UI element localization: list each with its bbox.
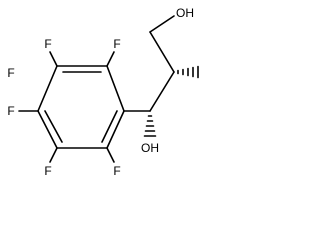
side-chain	[123, 15, 175, 112]
benzene-ring	[37, 65, 125, 149]
fluorine-atom-label: F	[113, 164, 120, 178]
hydroxyl-label: OH	[176, 6, 194, 20]
ring-bond	[106, 110, 125, 149]
c-c-bond	[149, 31, 175, 73]
ring-bond	[37, 65, 58, 112]
hydroxyl-label: OH	[141, 141, 159, 155]
fluorine-atom-label: F	[44, 37, 51, 51]
ring-double-bond	[44, 110, 63, 143]
fluorine-atom-label: F	[7, 104, 14, 118]
ring-double-bond	[101, 110, 118, 143]
hashed-wedge-hydroxyl	[143, 115, 157, 137]
c-f-bond	[49, 147, 58, 163]
c-f-bond	[106, 51, 115, 67]
c-f-bond	[106, 147, 115, 163]
c-o-bond	[149, 15, 175, 33]
c-c-bond	[149, 71, 175, 112]
fluorine-bonds	[18, 51, 115, 163]
fluorine-atom-label: F	[44, 164, 51, 178]
fluorine-atom-label: F	[113, 37, 120, 51]
ring-bond	[106, 65, 125, 112]
c-f-bond	[49, 51, 58, 67]
ring-bond	[37, 110, 58, 149]
hashed-wedge-methyl	[177, 65, 199, 79]
fluorine-atom-label: F	[7, 66, 14, 80]
structural-formula: F F F F F F OH OH	[7, 6, 199, 178]
